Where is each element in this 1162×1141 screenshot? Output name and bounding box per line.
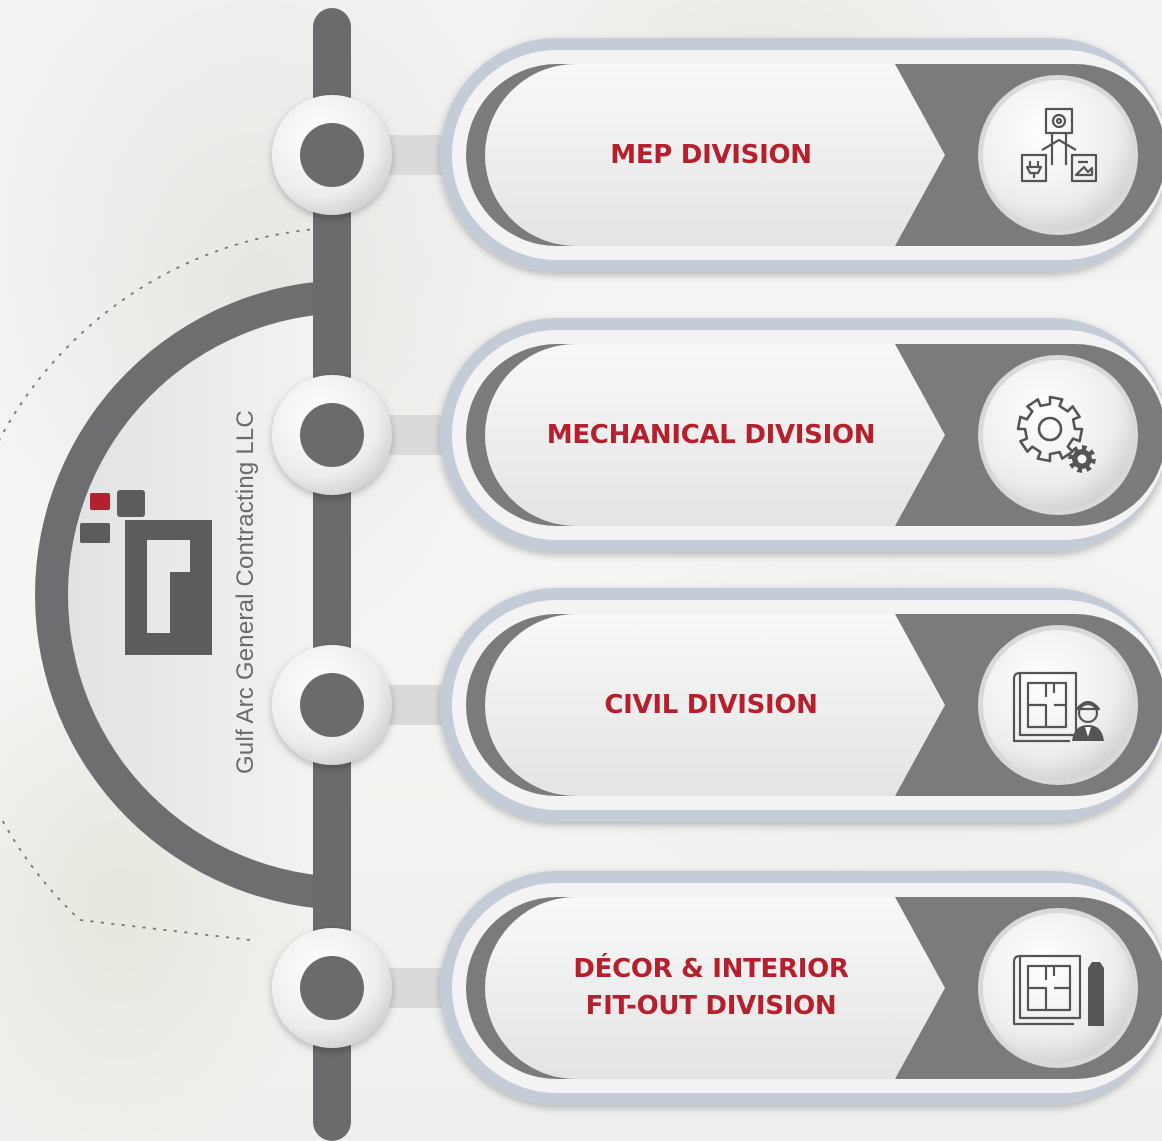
pill-arrow xyxy=(485,344,945,526)
icon-badge xyxy=(978,75,1138,235)
icon-badge xyxy=(978,355,1138,515)
timeline-knob xyxy=(272,928,392,1048)
blueprint-pencil-icon xyxy=(1012,954,1104,1026)
company-logo xyxy=(80,490,212,655)
timeline-spine xyxy=(313,8,351,1141)
division-label-line: FIT-OUT DIVISION xyxy=(585,991,837,1021)
icon-badge-face xyxy=(983,80,1133,230)
division-label: MECHANICAL DIVISION xyxy=(476,417,946,454)
division-row xyxy=(272,871,1162,1105)
icon-badge xyxy=(978,908,1138,1068)
division-label-line: CIVIL DIVISION xyxy=(604,689,818,720)
company-name-text: Gulf Arc General Contracting LLC xyxy=(232,410,259,774)
division-label-line: MECHANICAL DIVISION xyxy=(546,419,876,450)
pill-arrow xyxy=(485,614,945,796)
division-row xyxy=(272,318,1162,552)
division-label: DÉCOR & INTERIOR FIT-OUT DIVISION xyxy=(476,951,946,1025)
timeline-knob xyxy=(272,645,392,765)
division-label-line: MEP DIVISION xyxy=(610,139,812,170)
pill-arrow xyxy=(485,64,945,246)
division-label-line: DÉCOR & INTERIOR xyxy=(573,954,849,984)
timeline-knob xyxy=(272,375,392,495)
division-row xyxy=(272,588,1162,822)
timeline-knob xyxy=(272,95,392,215)
dotted-arc xyxy=(0,227,331,941)
division-row xyxy=(272,38,1162,272)
pill-arrow xyxy=(485,897,945,1079)
division-label: MEP DIVISION xyxy=(476,137,946,174)
mep-systems-icon xyxy=(1020,107,1098,183)
gears-icon xyxy=(1016,395,1096,473)
division-label: CIVIL DIVISION xyxy=(476,687,946,724)
icon-badge xyxy=(978,625,1138,785)
blueprint-engineer-icon xyxy=(1012,671,1104,743)
